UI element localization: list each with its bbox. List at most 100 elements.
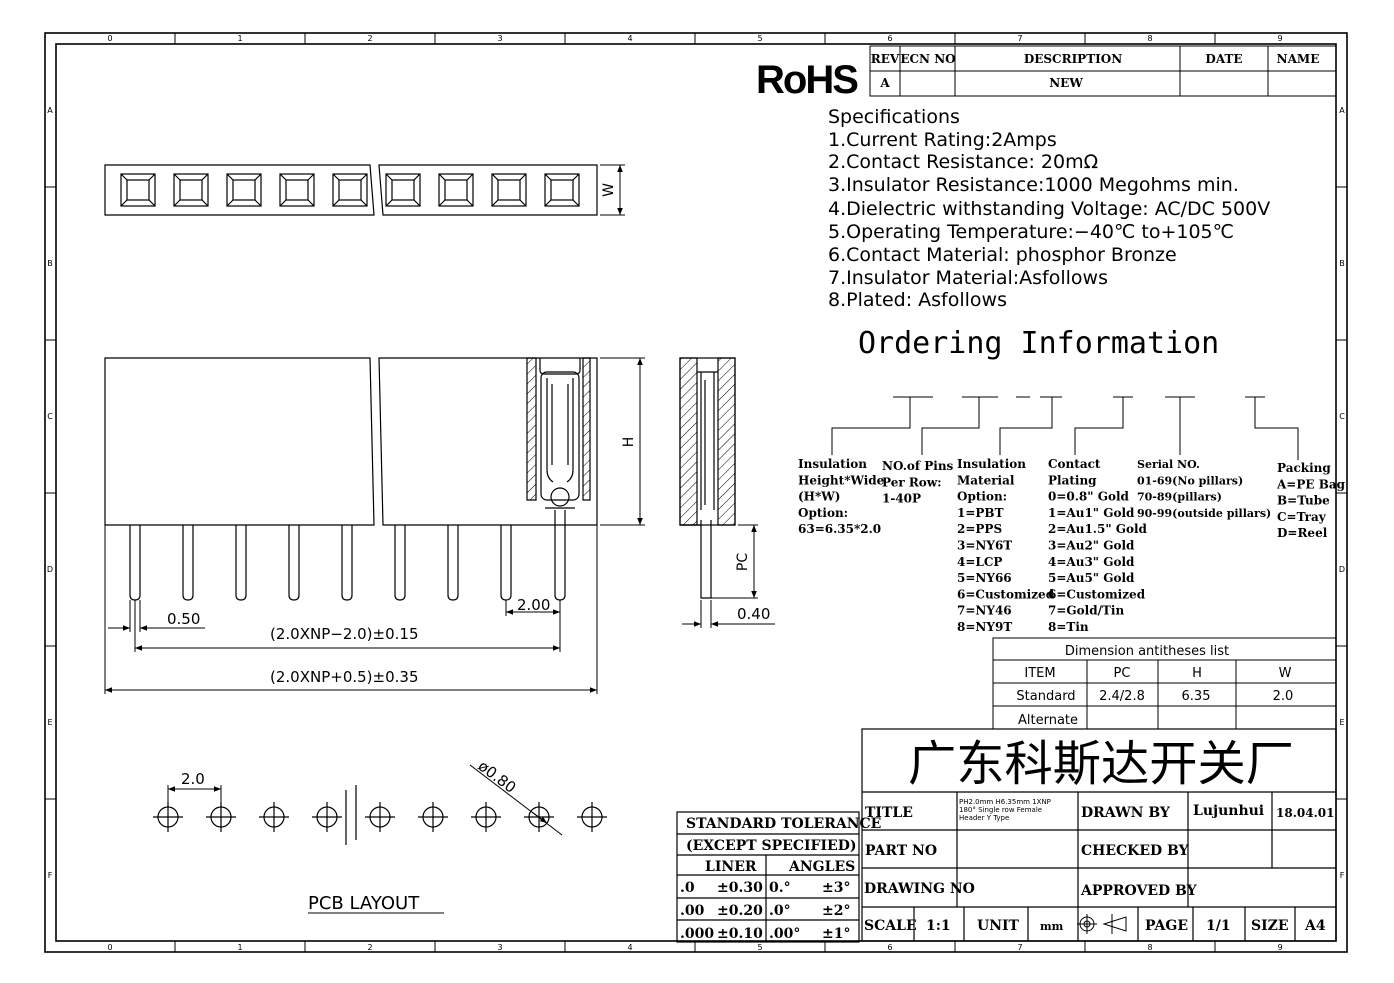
col-label: 1 <box>237 34 242 43</box>
dim-table-cell: 6.35 <box>1182 689 1211 704</box>
row-label: D <box>47 565 53 574</box>
tolerance-angles-header: ANGLES <box>788 859 855 875</box>
dim-200: 2.00 <box>517 596 550 614</box>
col-label: 6 <box>887 34 892 43</box>
dim-040: 0.40 <box>737 605 770 623</box>
col-label: 0 <box>107 943 112 952</box>
row-label: A <box>1339 106 1345 115</box>
tolerance-liner-header: LINER <box>705 859 757 875</box>
scale-value: 1:1 <box>926 918 951 934</box>
dim-table-header: ITEM <box>1024 666 1055 681</box>
col-label: 8 <box>1147 943 1152 952</box>
approved-by-label: APPROVED BY <box>1080 883 1198 899</box>
tolerance-cell: .0° <box>769 903 791 919</box>
part-no-label: PART NO <box>865 843 937 859</box>
tolerance-cell: ±0.10 <box>717 926 763 942</box>
connector-side-view <box>679 357 775 628</box>
name-header: NAME <box>1277 52 1320 66</box>
col-label: 4 <box>627 34 632 43</box>
page-label: PAGE <box>1145 918 1188 934</box>
col-label: 0 <box>107 34 112 43</box>
checked-by-label: CHECKED BY <box>1081 843 1190 859</box>
row-label: B <box>1339 259 1345 268</box>
frame-tick-marks <box>45 33 1347 952</box>
date-header: DATE <box>1205 52 1242 66</box>
row-label: F <box>48 871 53 880</box>
tolerance-cell: ±1° <box>822 926 850 942</box>
title-label: TITLE <box>865 805 913 821</box>
frame-column-labels: 0 1 2 3 4 5 6 7 8 9 0 1 2 3 4 5 6 7 8 9 <box>107 34 1282 952</box>
page-value: 1/1 <box>1206 918 1231 934</box>
drawn-by-label: DRAWN BY <box>1081 805 1171 821</box>
dim-table-header: H <box>1192 666 1202 681</box>
tolerance-cell: ±3° <box>822 880 850 896</box>
row-label: F <box>1340 871 1345 880</box>
spec-line: 7.Insulator Material:Asfollows <box>828 267 1108 289</box>
drawing-no-label: DRAWING NO <box>864 881 975 897</box>
pcb-pitch-label: 2.0 <box>181 770 205 788</box>
order-contact-plating: Contact Plating 0=0.8" Gold 1=Au1" Gold … <box>1048 457 1151 634</box>
pins <box>129 510 566 601</box>
col-label: 6 <box>887 943 892 952</box>
dim-table-cell: 2.0 <box>1273 689 1294 704</box>
order-insulation-height: Insulation Height*Wide (H*W) Option: 63=… <box>798 457 889 536</box>
pcb-hole-label: ø0.80 <box>475 757 520 797</box>
col-label: 3 <box>497 34 502 43</box>
tolerance-cell: 0.° <box>769 880 791 896</box>
col-label: 5 <box>757 34 762 43</box>
ordering-leaders <box>831 396 1299 460</box>
col-label: 8 <box>1147 34 1152 43</box>
size-label: SIZE <box>1251 918 1289 934</box>
title-value: PH2.0mm H6.35mm 1XNP 180° Single row Fem… <box>959 798 1053 822</box>
scale-label: SCALE <box>864 918 917 934</box>
dim-table-cell: 2.4/2.8 <box>1099 689 1145 704</box>
dim-table-header: PC <box>1114 666 1131 681</box>
col-label: 4 <box>627 943 632 952</box>
order-pins: NO.of Pins Per Row: 1-40P <box>882 459 958 506</box>
tolerance-cell: ±0.30 <box>717 880 763 896</box>
description-value: NEW <box>1049 76 1083 90</box>
revision-table <box>869 45 1337 97</box>
row-label: A <box>47 106 53 115</box>
tolerance-cell: .000 <box>680 926 714 942</box>
col-label: 7 <box>1017 943 1022 952</box>
dim-table-cell: Standard <box>1016 689 1075 704</box>
row-label: B <box>47 259 53 268</box>
drawn-by-value: Lujunhui <box>1193 803 1264 819</box>
drawn-date: 18.04.01 <box>1276 806 1334 820</box>
rev-value: A <box>879 76 890 90</box>
unit-value: mm <box>1040 920 1064 933</box>
rohs-mark: RoHS <box>756 58 858 102</box>
order-packing: Packing A=PE Bag B=Tube C=Tray D=Reel <box>1276 461 1349 540</box>
description-header: DESCRIPTION <box>1024 52 1122 66</box>
tolerance-subtitle: (EXCEPT SPECIFIED) <box>686 838 856 854</box>
spec-line: 3.Insulator Resistance:1000 Megohms min. <box>828 174 1239 196</box>
dim-pitch-formula: (2.0XNP−2.0)±0.15 <box>270 625 419 643</box>
ecn-header: ECN NO <box>900 52 955 66</box>
spec-line: 1.Current Rating:2Amps <box>828 129 1057 151</box>
col-label: 1 <box>237 943 242 952</box>
col-label: 5 <box>757 943 762 952</box>
title-block <box>861 728 1337 942</box>
tolerance-title: STANDARD TOLERANCE <box>686 816 881 832</box>
col-label: 3 <box>497 943 502 952</box>
connector-top-view <box>104 164 625 216</box>
projection-symbol-icon <box>1077 914 1127 934</box>
rev-header: REV <box>871 52 900 66</box>
dim-table-title: Dimension antitheses list <box>1065 644 1229 659</box>
spec-line: 8.Plated: Asfollows <box>828 289 1007 311</box>
spec-line: 6.Contact Material: phosphor Bronze <box>828 244 1177 266</box>
unit-label: UNIT <box>977 918 1020 934</box>
bottom-dimensions <box>104 525 598 694</box>
row-label: E <box>47 718 52 727</box>
row-label: C <box>47 412 53 421</box>
tolerance-table <box>676 811 860 943</box>
dim-length-formula: (2.0XNP+0.5)±0.35 <box>270 668 419 686</box>
ordering-title: Ordering Information <box>858 326 1219 361</box>
spec-line: 4.Dielectric withstanding Voltage: AC/DC… <box>828 198 1270 220</box>
dim-table-cell: Alternate <box>1018 713 1078 728</box>
spec-line: 2.Contact Resistance: 20mΩ <box>828 151 1098 173</box>
tolerance-cell: ±0.20 <box>717 903 763 919</box>
col-label: 7 <box>1017 34 1022 43</box>
